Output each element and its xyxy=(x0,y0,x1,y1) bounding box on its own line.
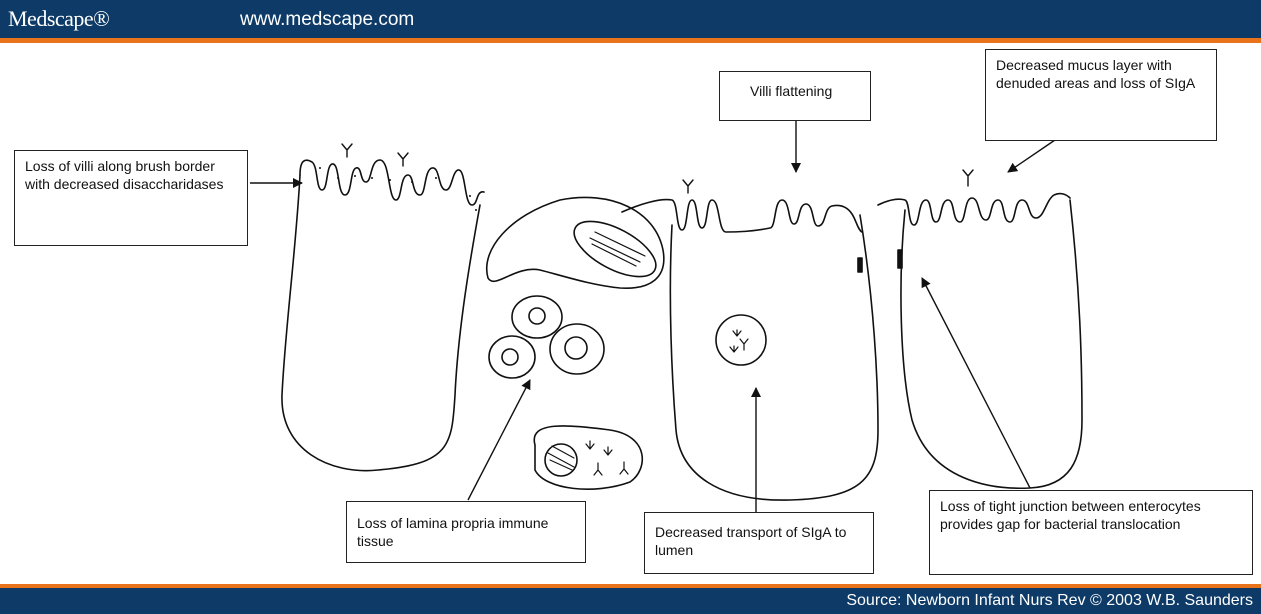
label-villi-brush-border: Loss of villi along brush border with de… xyxy=(14,150,248,246)
label-siga-transport: Decreased transport of SIgA to lumen xyxy=(644,512,874,574)
arrow-mucus-layer xyxy=(1008,140,1055,172)
mucus-dots xyxy=(319,167,477,211)
label-villi-flattening: Villi flattening xyxy=(719,71,871,121)
footer-bar: Source: Newborn Infant Nurs Rev © 2003 W… xyxy=(0,588,1261,614)
label-lamina-propria: Loss of lamina propria immune tissue xyxy=(346,501,586,563)
label-mucus-layer: Decreased mucus layer with denuded areas… xyxy=(985,49,1217,141)
label-tight-junction: Loss of tight junction between enterocyt… xyxy=(929,490,1253,575)
arrow-tight-junction xyxy=(922,278,1030,488)
enterocyte-left xyxy=(282,144,484,471)
enterocyte-middle xyxy=(622,180,878,500)
arrow-lamina-propria xyxy=(468,380,530,500)
enterocyte-right xyxy=(878,170,1082,488)
lamina-propria xyxy=(487,197,664,489)
source-credit: Source: Newborn Infant Nurs Rev © 2003 W… xyxy=(846,592,1253,610)
